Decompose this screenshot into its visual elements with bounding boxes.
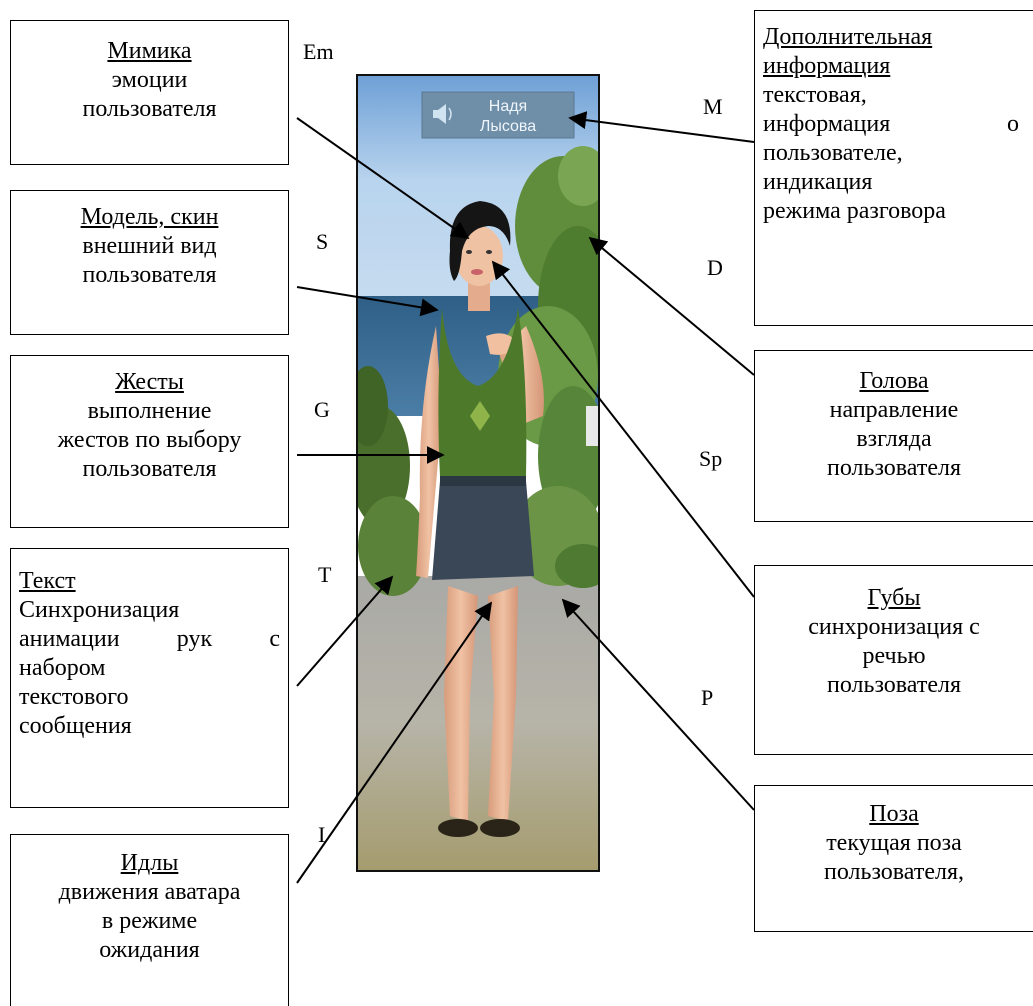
arrow-tekst (297, 577, 392, 686)
arrow-poza (563, 600, 754, 810)
arrow-idly (297, 603, 491, 883)
arrow-dop (570, 118, 754, 142)
arrow-guby (493, 262, 754, 597)
arrow-golova (590, 238, 754, 375)
arrow-mimika (297, 118, 468, 238)
arrow-model (297, 287, 437, 310)
